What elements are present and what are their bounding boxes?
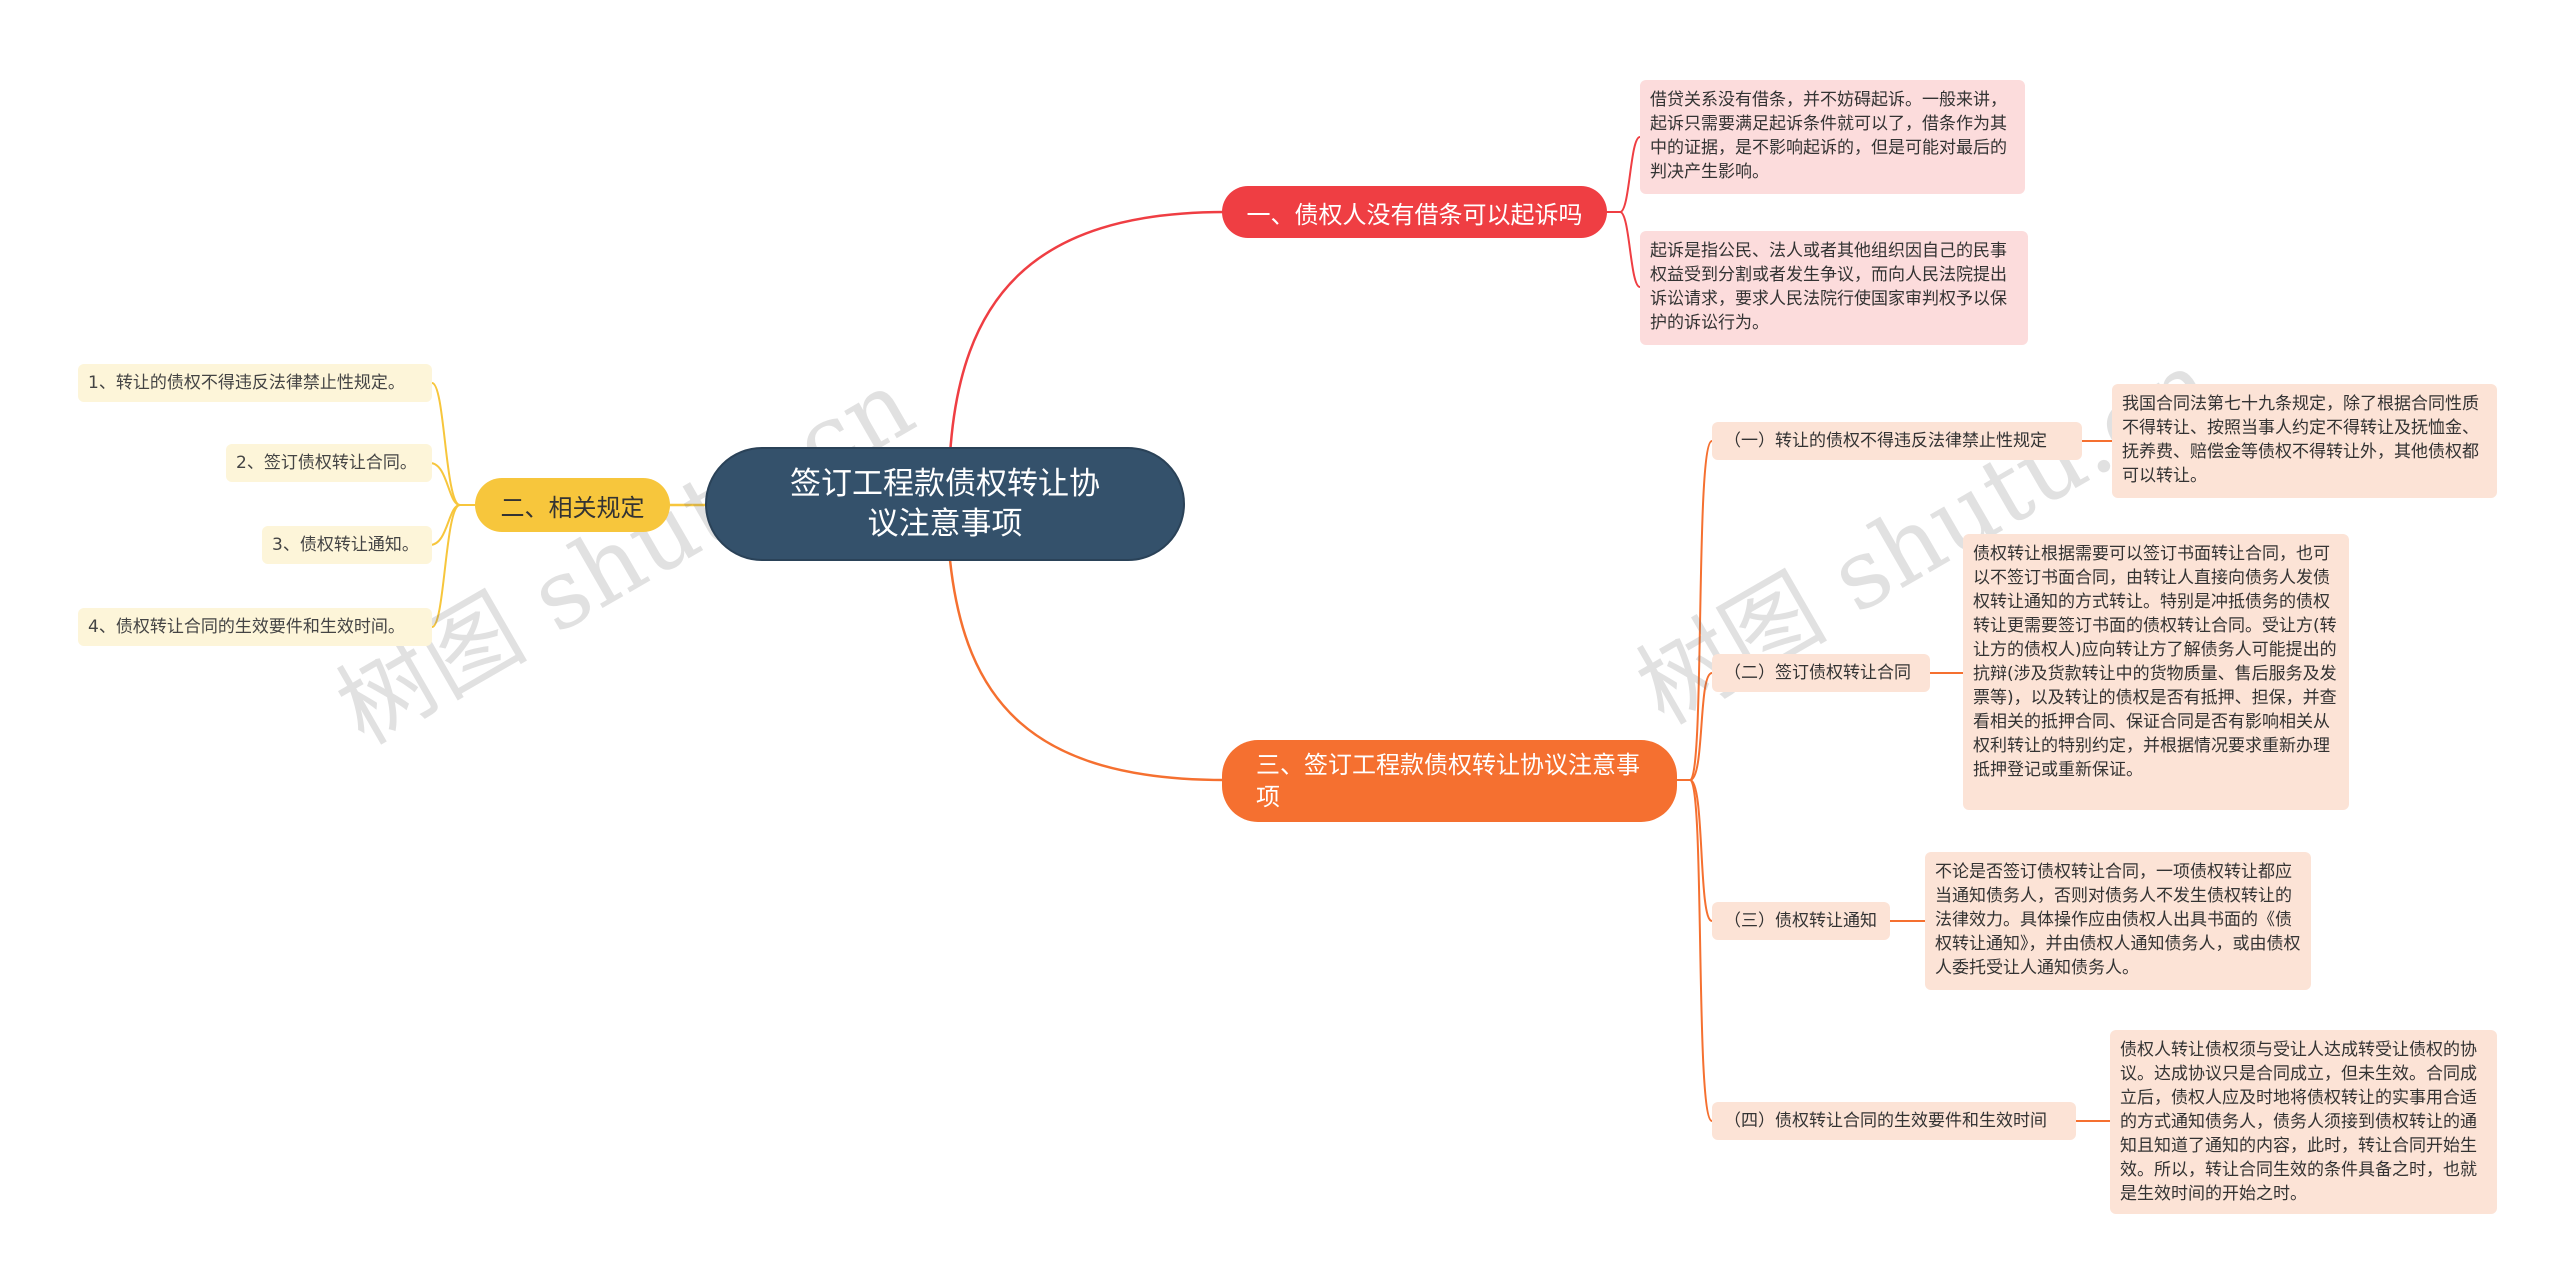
link-center-branch3 [948,559,1226,782]
branch-2-leaf-3-text: 3、债权转让通知。 [272,535,419,555]
branch-2-leaf-2[interactable]: 2、签订债权转让合同。 [226,444,432,482]
branch-2-leaf-4-text: 4、债权转让合同的生效要件和生效时间。 [88,617,405,637]
branch-2[interactable]: 二、相关规定 [475,478,670,532]
branch-3[interactable]: 三、签订工程款债权转让协议注意事项 [1222,740,1677,822]
link-b3-c4 [1675,779,1713,1122]
branch-3-sub-4[interactable]: （四）债权转让合同的生效要件和生效时间 [1712,1102,2076,1140]
link-b3-c2 [1675,672,1713,781]
branch-3-sub-2-label: （二）签订债权转让合同 [1724,663,1911,683]
branch-3-sub-3-label: （三）债权转让通知 [1724,911,1877,931]
branch-1-leaf-1[interactable]: 借贷关系没有借条，并不妨碍起诉。一般来讲，起诉只需要满足起诉条件就可以了，借条作… [1640,80,2025,194]
branch-1-leaf-2-text: 起诉是指公民、法人或者其他组织因自己的民事权益受到分割或者发生争议，而向人民法院… [1650,241,2007,333]
branch-2-leaf-4[interactable]: 4、债权转让合同的生效要件和生效时间。 [78,608,432,646]
branch-3-sub-2[interactable]: （二）签订债权转让合同 [1712,654,1930,692]
link-b1-c2 [1605,211,1641,288]
branch-3-sub-1-detail-text: 我国合同法第七十九条规定，除了根据合同性质不得转让、按照当事人约定不得转让及抚恤… [2122,394,2479,486]
branch-3-sub-1-label: （一）转让的债权不得违反法律禁止性规定 [1724,431,2047,451]
link-center-branch1 [948,210,1226,456]
branch-1-label: 一、债权人没有借条可以起诉吗 [1246,200,1583,229]
branch-3-sub-3[interactable]: （三）债权转让通知 [1712,902,1890,940]
branch-1[interactable]: 一、债权人没有借条可以起诉吗 [1222,186,1607,238]
branch-3-sub-4-detail[interactable]: 债权人转让债权须与受让人达成转受让债权的协议。达成协议只是合同成立，但未生效。合… [2110,1030,2497,1214]
link-b2-c2 [429,462,475,506]
branch-2-leaf-1-text: 1、转让的债权不得违反法律禁止性规定。 [88,373,405,393]
branch-3-sub-3-detail[interactable]: 不论是否签订债权转让合同，一项债权转让都应当通知债务人，否则对债务人不发生债权转… [1925,852,2311,990]
branch-1-leaf-1-text: 借贷关系没有借条，并不妨碍起诉。一般来讲，起诉只需要满足起诉条件就可以了，借条作… [1650,90,2007,182]
link-b2-c3 [429,504,475,546]
branch-2-leaf-2-text: 2、签订债权转让合同。 [236,453,417,473]
link-b3-c3 [1675,779,1713,922]
link-b2-c1 [431,382,475,506]
branch-3-sub-1-detail[interactable]: 我国合同法第七十九条规定，除了根据合同性质不得转让、按照当事人约定不得转让及抚恤… [2112,384,2497,498]
link-b1-c1 [1605,136,1641,213]
branch-3-label: 三、签订工程款债权转让协议注意事项 [1256,751,1640,811]
branch-3-sub-1[interactable]: （一）转让的债权不得违反法律禁止性规定 [1712,422,2082,460]
branch-3-sub-3-detail-text: 不论是否签订债权转让合同，一项债权转让都应当通知债务人，否则对债务人不发生债权转… [1935,862,2301,978]
branch-1-leaf-2[interactable]: 起诉是指公民、法人或者其他组织因自己的民事权益受到分割或者发生争议，而向人民法院… [1640,231,2028,345]
branch-2-leaf-1[interactable]: 1、转让的债权不得违反法律禁止性规定。 [78,364,432,402]
central-topic[interactable]: 签订工程款债权转让协议注意事项 [705,447,1185,561]
branch-3-sub-4-detail-text: 债权人转让债权须与受让人达成转受让债权的协议。达成协议只是合同成立，但未生效。合… [2120,1040,2477,1204]
branch-3-sub-4-label: （四）债权转让合同的生效要件和生效时间 [1724,1111,2047,1131]
link-b3-c1 [1675,440,1713,781]
branch-3-sub-2-detail-text: 债权转让根据需要可以签订书面转让合同，也可以不签订书面合同，由转让人直接向债务人… [1973,544,2337,780]
central-topic-title: 签订工程款债权转让协议注意事项 [790,466,1100,542]
link-b2-c4 [431,504,475,628]
branch-2-label: 二、相关规定 [500,493,645,522]
branch-2-leaf-3[interactable]: 3、债权转让通知。 [262,526,432,564]
branch-3-sub-2-detail[interactable]: 债权转让根据需要可以签订书面转让合同，也可以不签订书面合同，由转让人直接向债务人… [1963,534,2349,810]
